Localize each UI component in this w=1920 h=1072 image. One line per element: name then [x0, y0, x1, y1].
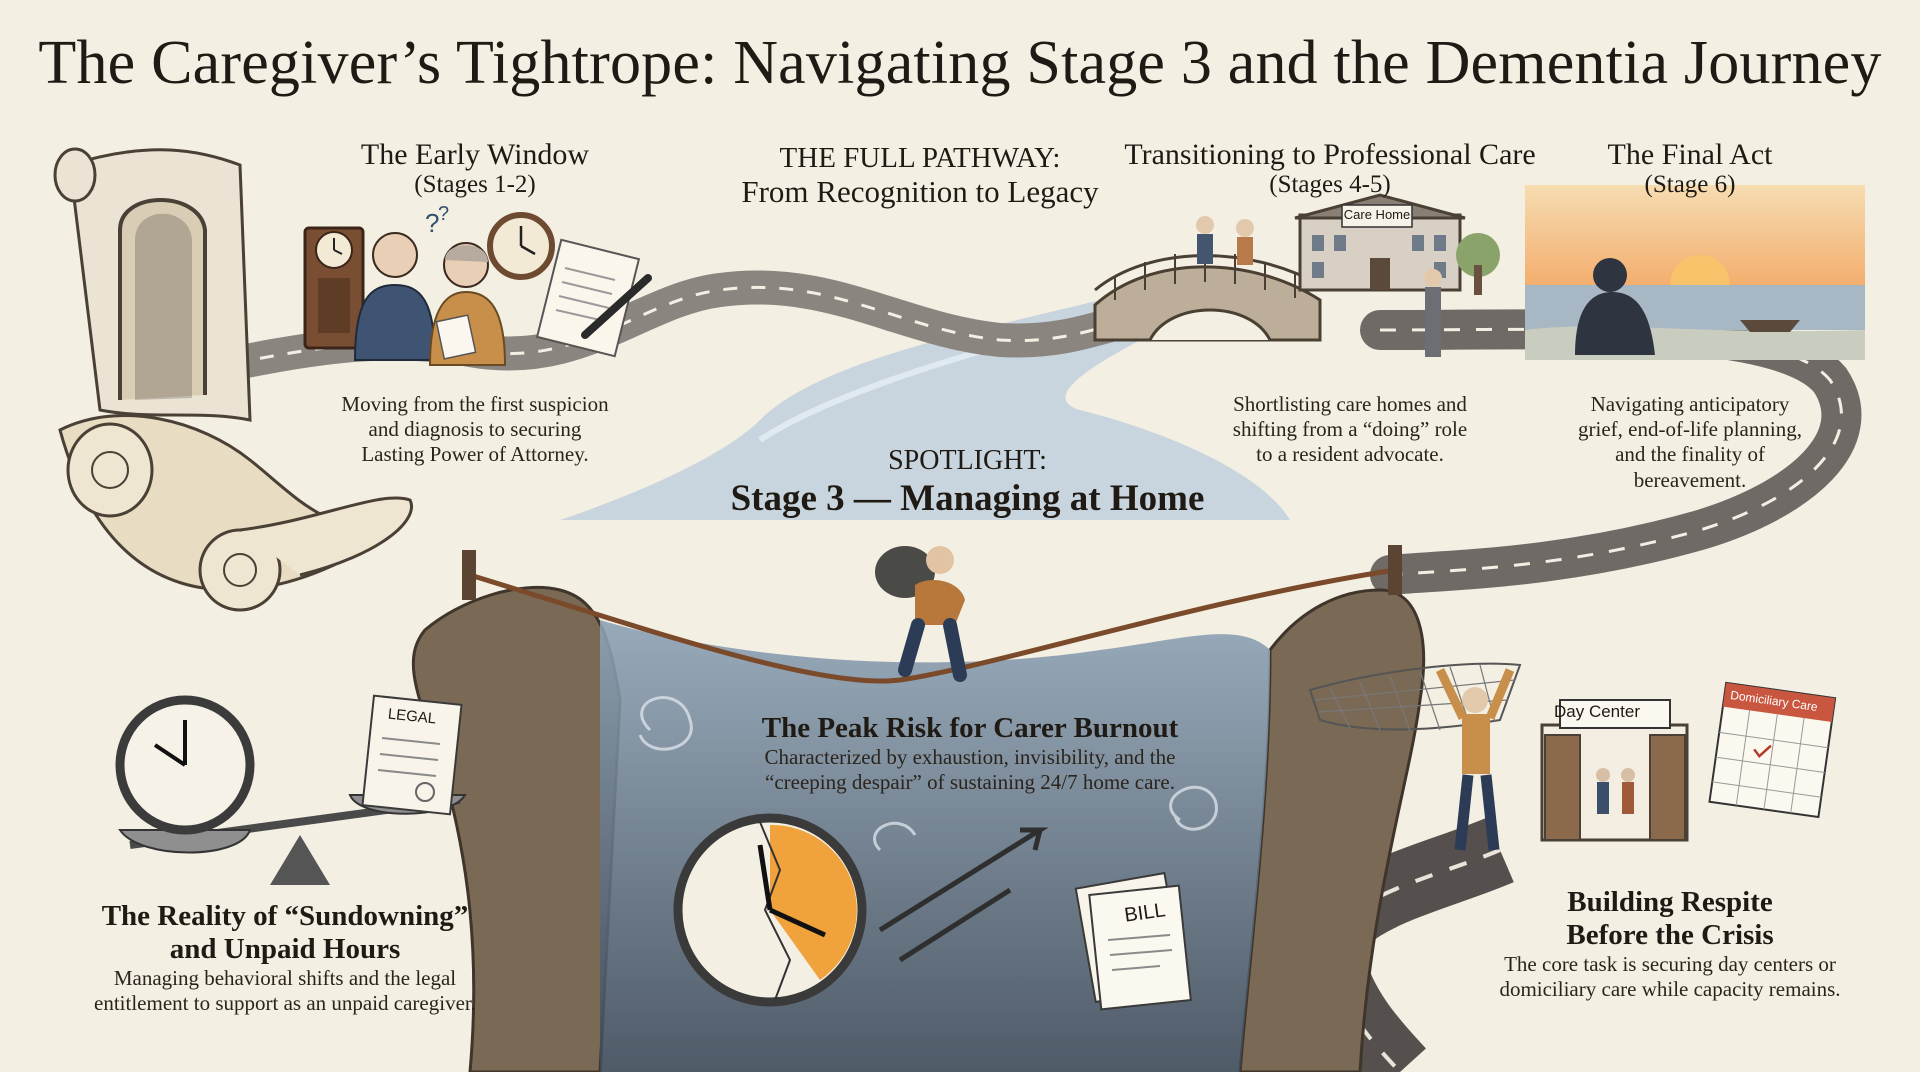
burnout-description-line2: “creeping despair” of sustaining 24/7 ho… — [765, 770, 1175, 795]
svg-text:?: ? — [425, 208, 439, 238]
couple-icon: ? ? — [353, 203, 507, 366]
day-center-sign: Day Center — [1554, 702, 1640, 721]
bill-icon — [1074, 871, 1192, 1011]
day-center-door-icon — [1540, 699, 1689, 842]
calendar-icon — [1708, 681, 1837, 819]
early-window-title: The Early Window — [360, 138, 590, 171]
transition-title: Transitioning to Professional Care — [1124, 138, 1536, 171]
broken-clock-icon — [673, 813, 867, 1007]
respite-title-line1: Building Respite — [1567, 886, 1773, 918]
sundowning-description-line1: Managing behavioral shifts and the legal — [113, 966, 457, 990]
wall-clock-icon — [487, 212, 555, 280]
pathway-subtitle: From Recognition to Legacy — [741, 173, 1099, 209]
transition-stages: (Stages 4-5) — [1269, 171, 1391, 198]
sunset-figure-icon — [1525, 185, 1865, 360]
sundowning-title-line2: and Unpaid Hours — [169, 933, 401, 965]
full-pathway: THE FULL PATHWAY: From Recognition to Le… — [700, 142, 1140, 209]
main-title: The Caregiver’s Tightrope: Navigating St… — [38, 29, 1882, 97]
sundowning-title-line1: The Reality of “Sundowning” — [101, 900, 469, 932]
bridge-icon — [1093, 216, 1322, 342]
transition-header: Transitioning to Professional Care (Stag… — [1110, 138, 1550, 199]
respite: Building Respite Before the Crisis The c… — [1460, 886, 1880, 1002]
burnout-description-line1: Characterized by exhaustion, invisibilit… — [764, 745, 1176, 769]
early-window-header: The Early Window (Stages 1-2) — [335, 138, 615, 199]
scroll-arch-icon — [53, 147, 413, 612]
burnout-title: The Peak Risk for Carer Burnout — [761, 712, 1179, 744]
burnout: The Peak Risk for Carer Burnout Characte… — [720, 712, 1220, 795]
grandfather-clock-icon — [303, 226, 365, 350]
final-act-stages: (Stage 6) — [1644, 171, 1736, 198]
tightrope — [469, 567, 1396, 684]
tightrope-walker-icon — [875, 546, 967, 682]
pathway-label: THE FULL PATHWAY: — [779, 142, 1061, 174]
respite-description-line1: The core task is securing day centers or — [1504, 952, 1836, 976]
transition-description: Shortlisting care homes and shifting fro… — [1232, 392, 1468, 467]
safety-net-icon — [1308, 662, 1522, 851]
final-act-title: The Final Act — [1607, 138, 1773, 171]
final-act-header: The Final Act (Stage 6) — [1560, 138, 1820, 199]
early-window-stages: (Stages 1-2) — [414, 171, 536, 198]
early-window-description: Moving from the first suspicion and diag… — [341, 392, 609, 467]
sundowning-description-line2: entitlement to support as an unpaid care… — [94, 991, 476, 1016]
spotlight-label: SPOTLIGHT: — [888, 445, 1047, 476]
storm-swirls — [638, 696, 1218, 852]
legal-document-icon — [361, 694, 463, 816]
document-pen-icon — [535, 238, 652, 358]
sundowning: The Reality of “Sundowning” and Unpaid H… — [60, 900, 510, 1016]
final-act-description: Navigating anticipatory grief, end-of-li… — [1578, 392, 1802, 492]
spotlight-title: Stage 3 — Managing at Home — [730, 477, 1205, 519]
care-home-icon — [1294, 193, 1500, 357]
respite-description-line2: domiciliary care while capacity remains. — [1499, 977, 1841, 1002]
river — [560, 300, 1290, 520]
svg-text:?: ? — [438, 203, 449, 225]
respite-title-line2: Before the Crisis — [1566, 919, 1774, 951]
care-home-sign: Care Home — [1343, 207, 1411, 222]
spotlight: SPOTLIGHT: Stage 3 — Managing at Home — [700, 445, 1235, 520]
sundowning-clock-icon — [115, 695, 255, 835]
falling-arrows — [878, 827, 1049, 963]
